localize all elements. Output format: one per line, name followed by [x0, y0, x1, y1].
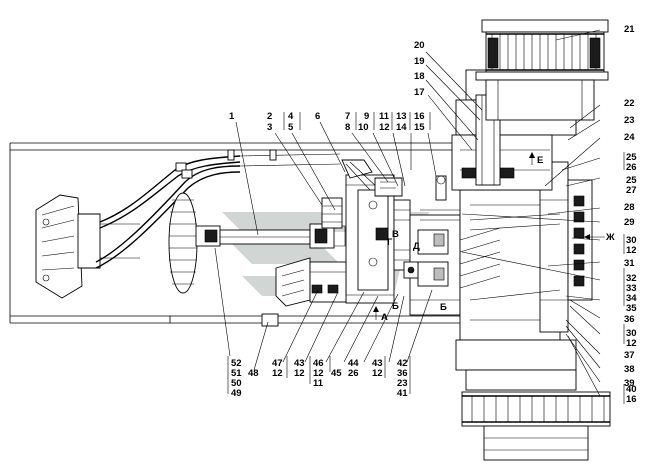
- callout-12c: 12: [272, 368, 283, 379]
- callout-46: 46: [313, 358, 324, 369]
- callout-42: 42: [397, 358, 408, 369]
- callout-15: 15: [414, 122, 425, 133]
- callout-17: 17: [414, 87, 425, 98]
- marker-d: Д: [413, 241, 420, 252]
- hoses: [95, 149, 341, 269]
- callout-37: 37: [624, 350, 635, 361]
- marker-g: Г: [387, 237, 393, 248]
- callout-8: 8: [345, 122, 350, 133]
- callout-3: 3: [267, 122, 272, 133]
- callout-35: 35: [626, 303, 637, 314]
- callout-29: 29: [624, 217, 635, 228]
- leader-lines: [214, 29, 625, 404]
- pump-unit: [261, 257, 347, 327]
- callouts-bottom: 52 51 50 49 48 47 12 43 12 46 12 11 45 4…: [231, 358, 408, 399]
- callout-25a: 25: [626, 152, 637, 163]
- callout-1: 1: [229, 111, 235, 122]
- callout-18: 18: [414, 71, 425, 82]
- callout-10: 10: [358, 122, 369, 133]
- callout-32: 32: [626, 273, 637, 284]
- callout-11: 11: [379, 111, 390, 122]
- callout-22: 22: [624, 98, 635, 109]
- callout-21: 21: [624, 24, 635, 35]
- callout-12: 12: [379, 122, 390, 133]
- callout-26: 26: [626, 162, 637, 173]
- callout-47: 47: [272, 358, 283, 369]
- callout-52: 52: [231, 358, 242, 369]
- callout-50: 50: [231, 378, 242, 389]
- callout-49: 49: [231, 388, 242, 399]
- callout-36: 36: [624, 314, 635, 325]
- callout-12f: 12: [372, 368, 383, 379]
- marker-e: Е: [537, 155, 543, 166]
- callout-28: 28: [624, 202, 635, 213]
- callout-19: 19: [414, 56, 425, 67]
- callout-24: 24: [624, 132, 635, 143]
- callout-20: 20: [414, 40, 425, 51]
- callout-43b: 43: [372, 358, 383, 369]
- clutch-disc: [168, 192, 198, 294]
- callout-31: 31: [624, 258, 635, 269]
- callout-41: 41: [397, 388, 408, 399]
- callout-9: 9: [364, 111, 369, 122]
- callout-30b: 30: [626, 328, 637, 339]
- callout-43a: 43: [294, 358, 305, 369]
- marker-v: В: [392, 229, 399, 240]
- callout-40: 40: [626, 384, 637, 395]
- callout-16b: 16: [626, 394, 637, 405]
- transfer-box: [321, 159, 411, 304]
- top-wheel: [475, 19, 609, 121]
- callout-12d: 12: [294, 368, 305, 379]
- marker-a: А: [381, 312, 388, 323]
- bottom-wheel: [461, 391, 611, 461]
- callout-13: 13: [396, 111, 407, 122]
- callout-44: 44: [348, 358, 359, 369]
- callout-51: 51: [231, 368, 242, 379]
- view-markers: А Б Б В Г Д Е Ж: [381, 155, 615, 323]
- engine-unit: [35, 194, 140, 299]
- callout-38: 38: [624, 364, 635, 375]
- callout-2: 2: [267, 111, 272, 122]
- callout-12b: 12: [626, 338, 637, 349]
- marker-b2: Б: [440, 302, 447, 313]
- callout-39: 39: [624, 378, 635, 389]
- callout-11b: 11: [313, 378, 324, 389]
- callout-5: 5: [288, 122, 294, 133]
- differential-block: [403, 175, 461, 316]
- callout-12e: 12: [313, 368, 324, 379]
- callout-36b: 36: [397, 368, 408, 379]
- callout-23b: 23: [397, 378, 408, 389]
- callout-23: 23: [624, 115, 635, 126]
- view-arrows: [373, 152, 605, 320]
- callout-4: 4: [288, 111, 294, 122]
- callout-12a: 12: [626, 245, 637, 256]
- callout-25b: 25: [626, 175, 637, 186]
- callouts-right: 22 23 24 25 26 25 27 28 29 30 12 31 32 3…: [624, 98, 637, 405]
- callout-14: 14: [396, 122, 407, 133]
- callout-6: 6: [315, 111, 320, 122]
- callout-48: 48: [248, 368, 259, 379]
- callout-34: 34: [626, 293, 637, 304]
- callout-45: 45: [331, 368, 342, 379]
- marker-b1: Б: [392, 301, 399, 312]
- marker-zh: Ж: [605, 232, 615, 243]
- rear-axle: [420, 161, 593, 341]
- callout-26b: 26: [348, 368, 359, 379]
- callout-16: 16: [414, 111, 425, 122]
- callout-7: 7: [345, 111, 350, 122]
- callout-33: 33: [626, 283, 637, 294]
- callout-27: 27: [626, 185, 637, 196]
- callout-30a: 30: [626, 235, 637, 246]
- callouts-top: 1 2 3 4 5 6 7 8 9 10 11 12 13 14 16 15 1…: [229, 24, 635, 133]
